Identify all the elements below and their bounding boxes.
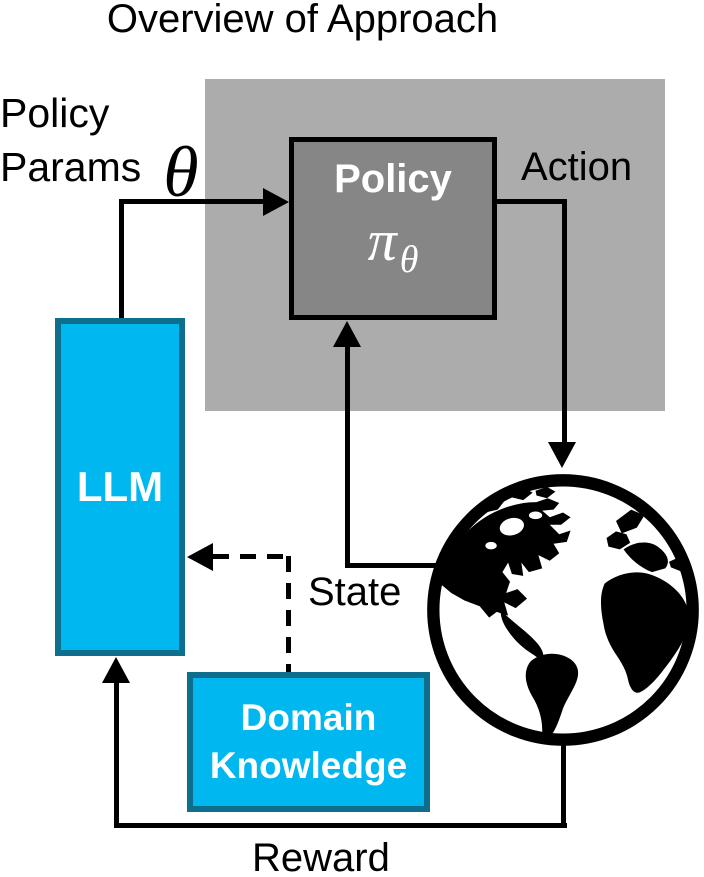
policy-params-line1: Policy [0,90,110,136]
arrowhead-reward-into-llm-icon [102,657,130,683]
policy-box: Policy πθ [289,137,497,320]
action-line-vertical [562,199,567,442]
state-line-vertical [345,347,350,568]
earth-globe-icon [421,468,704,752]
domain-knowledge-dashed-horizontal [213,554,288,559]
domain-knowledge-line1: Domain [240,697,377,738]
policy-params-text: Policy Params [0,86,141,194]
llm-box-label: LLM [76,463,164,510]
state-line-horizontal [345,563,450,568]
arrowhead-into-policy-icon [263,188,289,216]
action-line-horizontal [492,199,567,204]
policy-params-line2: Params [0,144,142,190]
theta-line-vertical [119,199,124,318]
reward-line-globe-drop [561,744,566,826]
pi-symbol: π [367,208,397,273]
reward-label: Reward [252,836,390,877]
policy-params-label: Policy Params θ [0,86,199,208]
arrowhead-into-globe-icon [548,442,576,468]
domain-knowledge-dashed-vertical [286,556,291,673]
theta-line-horizontal [119,199,265,204]
arrowhead-dashed-into-llm-icon [187,543,213,571]
theta-subscript: θ [399,239,419,281]
policy-pi-theta-symbol: πθ [368,212,419,287]
reward-line-horizontal [114,823,567,828]
llm-box: LLM [55,318,185,656]
domain-knowledge-line2: Knowledge [209,745,408,786]
domain-knowledge-box: Domain Knowledge [187,672,430,812]
action-label: Action [521,145,633,189]
policy-box-title: Policy [334,157,452,201]
theta-symbol: θ [163,132,199,212]
diagram-title: Overview of Approach [106,0,499,41]
state-label: State [308,570,402,614]
reward-line-vertical [114,683,119,828]
arrowhead-state-into-policy-icon [333,321,361,347]
